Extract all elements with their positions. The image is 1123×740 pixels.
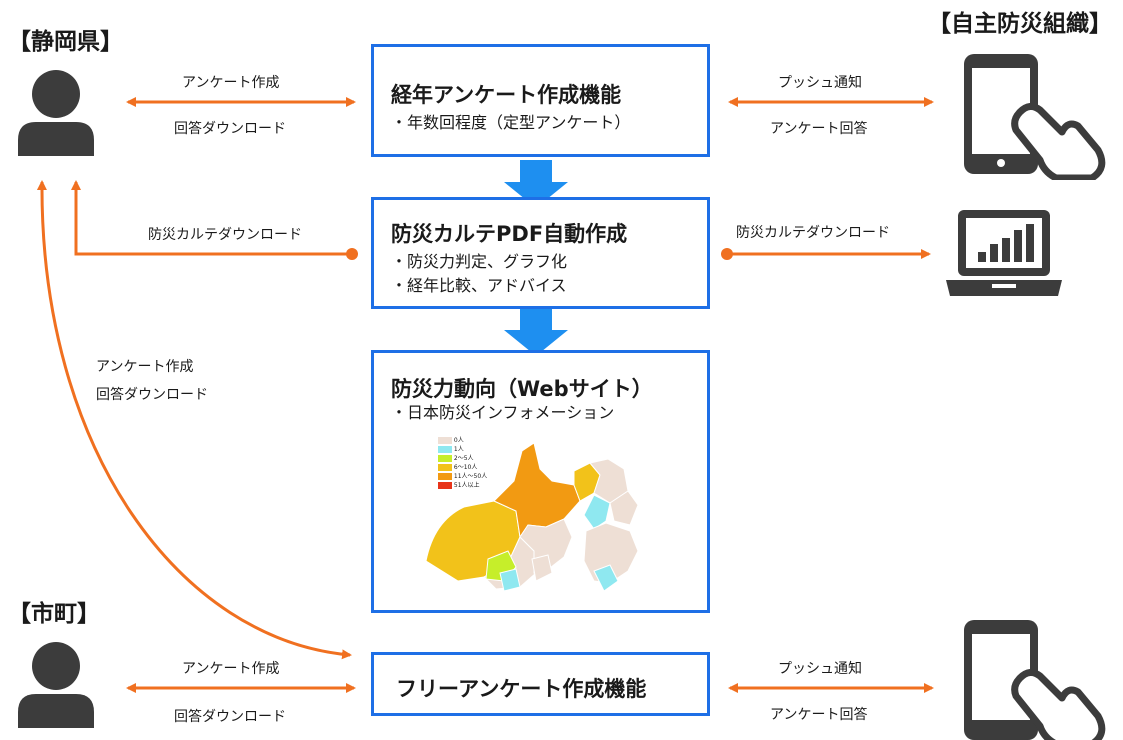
arrow-label-survey-create: アンケート作成: [182, 75, 280, 91]
legend-item: 11人～50人: [438, 471, 487, 480]
legend-item: 6～10人: [438, 462, 477, 471]
arrow-label-karte-download: 防災カルテダウンロード: [148, 227, 302, 243]
karte-right-dot: [721, 248, 733, 260]
laptop-chart-icon: [946, 210, 1062, 296]
shizuoka-pref-heading: 【静岡県】: [8, 29, 123, 55]
arrow-label-muni-download: 回答ダウンロード: [174, 709, 286, 725]
down-arrow-icon: [504, 160, 568, 208]
karte-left-dot: [346, 248, 358, 260]
tablet-touch-icon: [964, 54, 1106, 180]
box-title: 経年アンケート作成機能: [391, 83, 622, 107]
arrow-label-push: プッシュ通知: [778, 75, 862, 91]
arrow-label-karte-download-right: 防災カルテダウンロード: [736, 225, 890, 241]
arrow-label-muni-push: プッシュ通知: [778, 661, 862, 677]
curve-connector: [36, 180, 352, 660]
arrow-label-curve-create: アンケート作成: [96, 359, 194, 375]
down-arrow-icon: [504, 308, 568, 356]
free-survey-box: フリーアンケート作成機能: [371, 652, 710, 716]
box-title: 防災カルテPDF自動作成: [391, 222, 628, 246]
arrow-label-muni-answer: アンケート回答: [770, 707, 868, 723]
web-trend-box: 防災力動向（Webサイト） ・日本防災インフォメーション 0人 1人 2～5人 …: [371, 350, 710, 613]
survey-function-box: 経年アンケート作成機能 ・年数回程度（定型アンケート）: [371, 44, 710, 157]
person-icon: [18, 70, 94, 156]
legend-item: 1人: [438, 444, 464, 453]
tablet-touch-icon: [964, 620, 1106, 740]
box-line: ・日本防災インフォメーション: [391, 403, 615, 422]
box-line: ・防災力判定、グラフ化: [391, 252, 568, 271]
jishu-org-heading: 【自主防災組織】: [928, 11, 1112, 37]
box-line: ・年数回程度（定型アンケート）: [391, 113, 631, 132]
legend-item: 2～5人: [438, 453, 474, 462]
box-line: ・経年比較、アドバイス: [391, 276, 567, 295]
box-title: フリーアンケート作成機能: [396, 677, 647, 701]
arrow-label-answer-download: 回答ダウンロード: [174, 121, 286, 137]
box-title: 防災力動向（Webサイト）: [391, 377, 653, 401]
arrow-label-survey-answer: アンケート回答: [770, 121, 868, 137]
legend-item: 0人: [438, 435, 464, 444]
person-icon: [18, 642, 94, 728]
shizuoka-map: [425, 442, 639, 592]
karte-pdf-box: 防災カルテPDF自動作成 ・防災力判定、グラフ化 ・経年比較、アドバイス: [371, 197, 710, 309]
arrow-label-curve-download: 回答ダウンロード: [96, 387, 208, 403]
arrow-label-muni-create: アンケート作成: [182, 661, 280, 677]
legend-item: 51人以上: [438, 480, 480, 489]
